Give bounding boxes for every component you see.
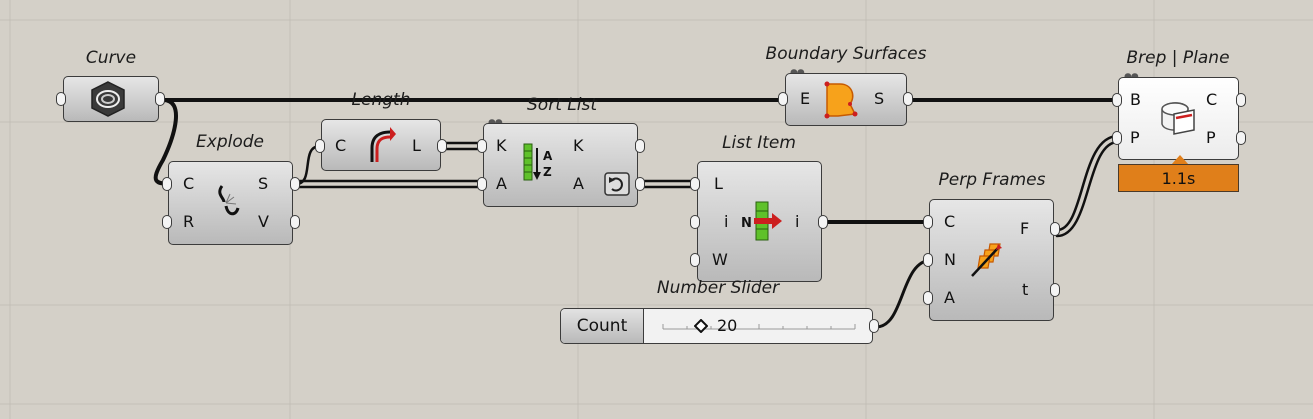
perp-frames-input-a: A xyxy=(944,288,955,307)
length-input-c-grip[interactable] xyxy=(315,139,325,153)
list-item-input-i: i xyxy=(724,212,729,231)
boundary-surfaces-output-s: S xyxy=(874,89,885,108)
perp-frames-input-c-grip[interactable] xyxy=(923,215,933,229)
brep-plane-input-p-grip[interactable] xyxy=(1112,131,1122,145)
svg-text:N: N xyxy=(741,216,752,231)
brep-plane-icon xyxy=(1161,102,1195,135)
wire-curve-explode xyxy=(153,98,178,186)
explode-input-r-grip[interactable] xyxy=(162,215,172,229)
perp-frames-input-n-grip[interactable] xyxy=(923,253,933,267)
perp-frames-output-t-grip[interactable] xyxy=(1050,283,1060,297)
wire-perp-brep xyxy=(1055,134,1120,232)
list-item-output-i: i xyxy=(795,212,800,231)
list-item-icon: N xyxy=(741,201,782,241)
brep-plane-input-b: B xyxy=(1130,90,1141,109)
perp-frames-output-f-grip[interactable] xyxy=(1050,222,1060,236)
length-input-c: C xyxy=(335,136,347,155)
list-item-input-l-grip[interactable] xyxy=(690,177,700,191)
perp-frames-output-f: F xyxy=(1020,219,1030,238)
curve-param-icon xyxy=(91,81,125,117)
curve-input-grip[interactable] xyxy=(56,92,66,106)
length-component[interactable] xyxy=(321,119,441,171)
explode-icon xyxy=(218,185,240,216)
brep-plane-output-p: P xyxy=(1206,128,1216,147)
sort-list-output-a: A xyxy=(573,174,584,193)
number-slider-title: Number Slider xyxy=(656,278,780,298)
length-output-l-grip[interactable] xyxy=(437,139,447,153)
brep-plane-output-p-grip[interactable] xyxy=(1236,131,1246,145)
number-slider[interactable]: Count 20 xyxy=(560,308,873,344)
explode-input-c-grip[interactable] xyxy=(162,177,172,191)
sort-list-reverse-icon[interactable] xyxy=(604,172,630,196)
brep-plane-output-c: C xyxy=(1206,90,1218,109)
boundary-surface-icon xyxy=(824,81,858,119)
perp-frames-input-c: C xyxy=(944,212,956,231)
brep-plane-title: Brep | Plane xyxy=(1126,48,1230,68)
list-item-title: List Item xyxy=(722,133,796,153)
wire-perp-brep2 xyxy=(1055,140,1120,238)
svg-text:A: A xyxy=(543,149,553,163)
sort-list-input-a: A xyxy=(496,174,507,193)
explode-component[interactable] xyxy=(168,161,293,245)
boundary-surfaces-output-s-grip[interactable] xyxy=(903,92,913,106)
explode-output-v: V xyxy=(258,212,269,231)
perp-frames-title: Perp Frames xyxy=(938,170,1046,190)
perp-frames-icon xyxy=(971,243,1002,277)
explode-output-s: S xyxy=(258,174,269,193)
list-item-input-w-grip[interactable] xyxy=(690,253,700,267)
brep-plane-output-c-grip[interactable] xyxy=(1236,93,1246,107)
sort-list-output-k: K xyxy=(573,136,584,155)
sort-list-input-a-grip[interactable] xyxy=(477,177,487,191)
explode-input-c: C xyxy=(183,174,195,193)
sort-list-icon: A Z xyxy=(523,143,553,181)
profiler-timer-badge: 1.1s xyxy=(1118,164,1239,192)
list-item-input-w: W xyxy=(712,250,728,269)
number-slider-knob[interactable] xyxy=(694,319,708,333)
list-item-input-l: L xyxy=(714,174,723,193)
wire-slider-perp xyxy=(874,258,934,329)
timer-notch xyxy=(1171,155,1189,165)
explode-title: Explode xyxy=(196,132,264,152)
sort-list-output-a-grip[interactable] xyxy=(635,177,645,191)
number-slider-label: Count xyxy=(561,309,644,343)
explode-output-s-grip[interactable] xyxy=(290,177,300,191)
length-title: Length xyxy=(351,90,411,110)
explode-output-v-grip[interactable] xyxy=(290,215,300,229)
perp-frames-output-t: t xyxy=(1022,280,1029,299)
boundary-surfaces-input-e: E xyxy=(800,89,811,108)
length-output-l: L xyxy=(412,136,421,155)
boundary-surfaces-title: Boundary Surfaces xyxy=(765,44,927,64)
sort-list-input-k-grip[interactable] xyxy=(477,139,487,153)
curve-output-grip[interactable] xyxy=(155,92,165,106)
boundary-surfaces-input-e-grip[interactable] xyxy=(778,92,788,106)
length-icon xyxy=(370,127,396,162)
number-slider-output-grip[interactable] xyxy=(869,319,879,333)
list-item-output-i-grip[interactable] xyxy=(818,215,828,229)
explode-input-r: R xyxy=(183,212,195,231)
number-slider-value: 20 xyxy=(717,316,738,335)
svg-text:Z: Z xyxy=(543,165,552,179)
perp-frames-input-a-grip[interactable] xyxy=(923,291,933,305)
brep-plane-input-p: P xyxy=(1130,128,1140,147)
number-slider-track[interactable] xyxy=(661,319,857,333)
sort-list-input-k: K xyxy=(496,136,507,155)
list-item-input-i-grip[interactable] xyxy=(690,215,700,229)
sort-list-output-k-grip[interactable] xyxy=(635,139,645,153)
perp-frames-input-n: N xyxy=(944,250,956,269)
sort-list-title: Sort List xyxy=(527,95,597,115)
curve-title: Curve xyxy=(85,48,137,68)
brep-plane-input-b-grip[interactable] xyxy=(1112,93,1122,107)
